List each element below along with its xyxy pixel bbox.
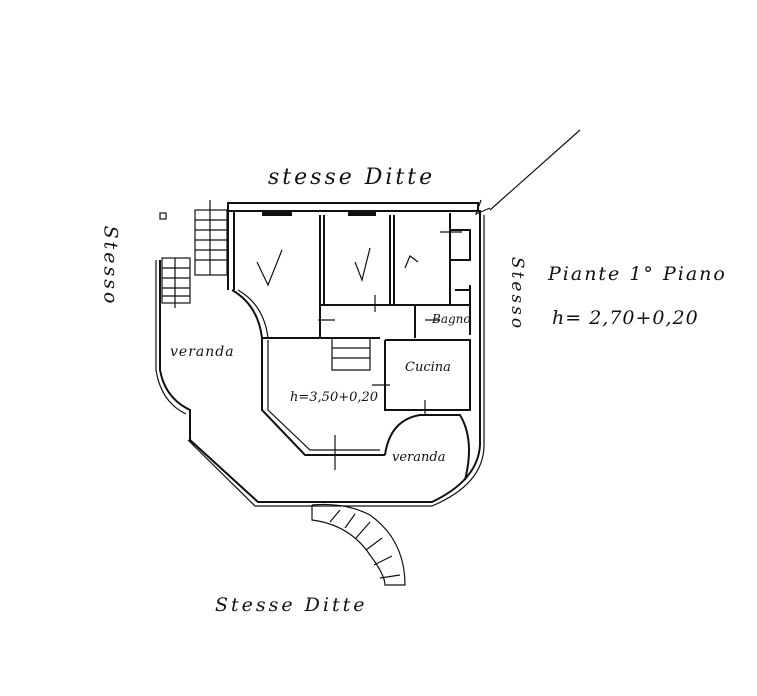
wall-curve-upper [231, 289, 263, 339]
label-bottom-neighbor: Stesse Ditte [215, 594, 368, 616]
plan-height: h= 2,70+0,20 [552, 307, 699, 329]
stairs-center [331, 338, 371, 371]
label-top-neighbor: stesse Ditte [268, 165, 436, 190]
interior-walls [261, 213, 471, 456]
room-label-kitchen: Cucina [405, 360, 451, 375]
label-left-neighbor: Stesso [99, 225, 122, 307]
plan-title: Piante 1° Piano [548, 263, 727, 285]
stairs-top-left [194, 200, 228, 276]
room-label-veranda-left: veranda [170, 344, 235, 360]
stairs-left [161, 257, 191, 308]
wall-top [227, 202, 479, 212]
window-1 [262, 212, 292, 216]
label-right-neighbor: Stesso [507, 256, 528, 332]
room-label-bathroom: Bagno [432, 312, 471, 326]
wall-veranda-left [159, 210, 481, 503]
marker-square [159, 212, 167, 220]
room-label-living-height: h=3,50+0,20 [290, 390, 379, 405]
window-2 [348, 212, 376, 216]
wall-left-rooms [227, 211, 235, 290]
room-label-veranda-right: veranda [392, 450, 446, 465]
wall-veranda-right [384, 414, 470, 481]
spiral-stair [311, 503, 406, 586]
